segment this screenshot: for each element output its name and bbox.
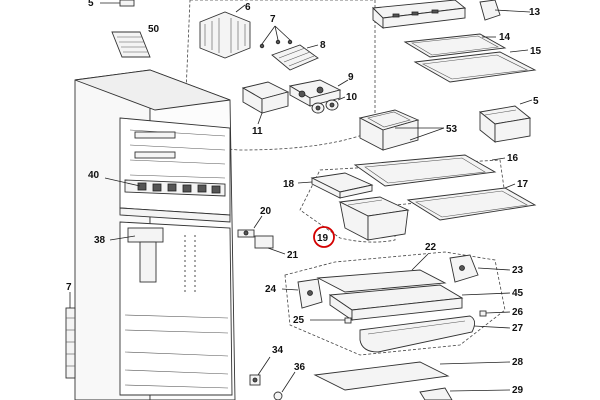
part-19-crisper: 19: [313, 196, 410, 248]
label-17: 17: [517, 179, 529, 190]
label-7-top: 7: [270, 14, 276, 25]
part-16-shelf: 16: [353, 153, 519, 187]
part-34-screw: 34: [249, 345, 284, 386]
part-50-group: 50: [111, 24, 160, 58]
label-16: 16: [507, 153, 519, 164]
drawer-group-outline: [284, 251, 506, 356]
label-8: 8: [320, 40, 326, 51]
label-14: 14: [499, 32, 511, 43]
label-36: 36: [294, 362, 306, 373]
label-15: 15: [530, 46, 542, 57]
label-34: 34: [272, 345, 284, 356]
part-6-basket: 6: [199, 2, 251, 59]
label-22: 22: [425, 242, 437, 253]
refrigerator-cabinet: 40 38: [74, 69, 236, 400]
part-7-gasket: 7: [65, 282, 76, 379]
part-24-bracket: 24: [265, 278, 323, 309]
label-28: 28: [512, 357, 524, 368]
part-28-bottom-shelf: 28: [313, 357, 524, 391]
label-27: 27: [512, 323, 524, 334]
label-23: 23: [512, 265, 524, 276]
part-22-drawer-cover: 22: [316, 242, 447, 293]
part-23-bracket: 23: [449, 254, 524, 283]
label-5-right: 5: [533, 96, 539, 107]
part-5-right-bin: 5: [478, 96, 539, 143]
label-40: 40: [88, 170, 100, 181]
part-36-foot: 36: [273, 362, 306, 400]
label-29: 29: [512, 385, 524, 396]
label-13: 13: [529, 7, 541, 18]
part-29-bottom-part: 29: [419, 385, 524, 400]
label-50: 50: [148, 24, 160, 35]
label-24: 24: [265, 284, 277, 295]
label-7: 7: [66, 282, 72, 293]
label-9: 9: [348, 72, 354, 83]
label-38: 38: [94, 235, 106, 246]
part-8-ice-tray: 8: [271, 40, 326, 71]
part-5-group: 5: [88, 0, 135, 9]
part-20-21-hinge: 20 21: [237, 206, 299, 261]
part-14-glass-shelf: 14: [403, 32, 511, 58]
part-15-glass-shelf: 15: [413, 46, 542, 83]
shelf-group-outline: [299, 159, 506, 243]
highlight-circle-19: [313, 226, 335, 248]
part-18-tray: 18: [283, 172, 374, 199]
part-7-screws: 7: [259, 14, 293, 49]
part-17-glass-shelf: 17: [406, 179, 537, 221]
freezer-accessories-outline: [184, 0, 376, 151]
label-25: 25: [293, 315, 305, 326]
label-19: 19: [317, 233, 329, 244]
label-10: 10: [346, 92, 358, 103]
label-6: 6: [245, 2, 251, 13]
label-11: 11: [252, 126, 263, 137]
part-26-clip: 26: [479, 307, 524, 318]
label-45: 45: [512, 288, 524, 299]
part-25-clip: 25: [293, 315, 352, 326]
part-53-box: 53: [358, 109, 458, 151]
label-5: 5: [88, 0, 94, 9]
part-45-drawer: 45: [328, 284, 524, 321]
label-18: 18: [283, 179, 295, 190]
part-27-drawer-front: 27: [359, 315, 524, 353]
part-13-door-shelf: 13: [372, 0, 541, 29]
part-9-ice-maker: 9: [288, 72, 354, 107]
part-10-knobs: 10: [311, 92, 358, 114]
part-11-box: 11: [241, 81, 290, 137]
label-26: 26: [512, 307, 524, 318]
label-20: 20: [260, 206, 272, 217]
label-21: 21: [287, 250, 299, 261]
label-53: 53: [446, 124, 458, 135]
